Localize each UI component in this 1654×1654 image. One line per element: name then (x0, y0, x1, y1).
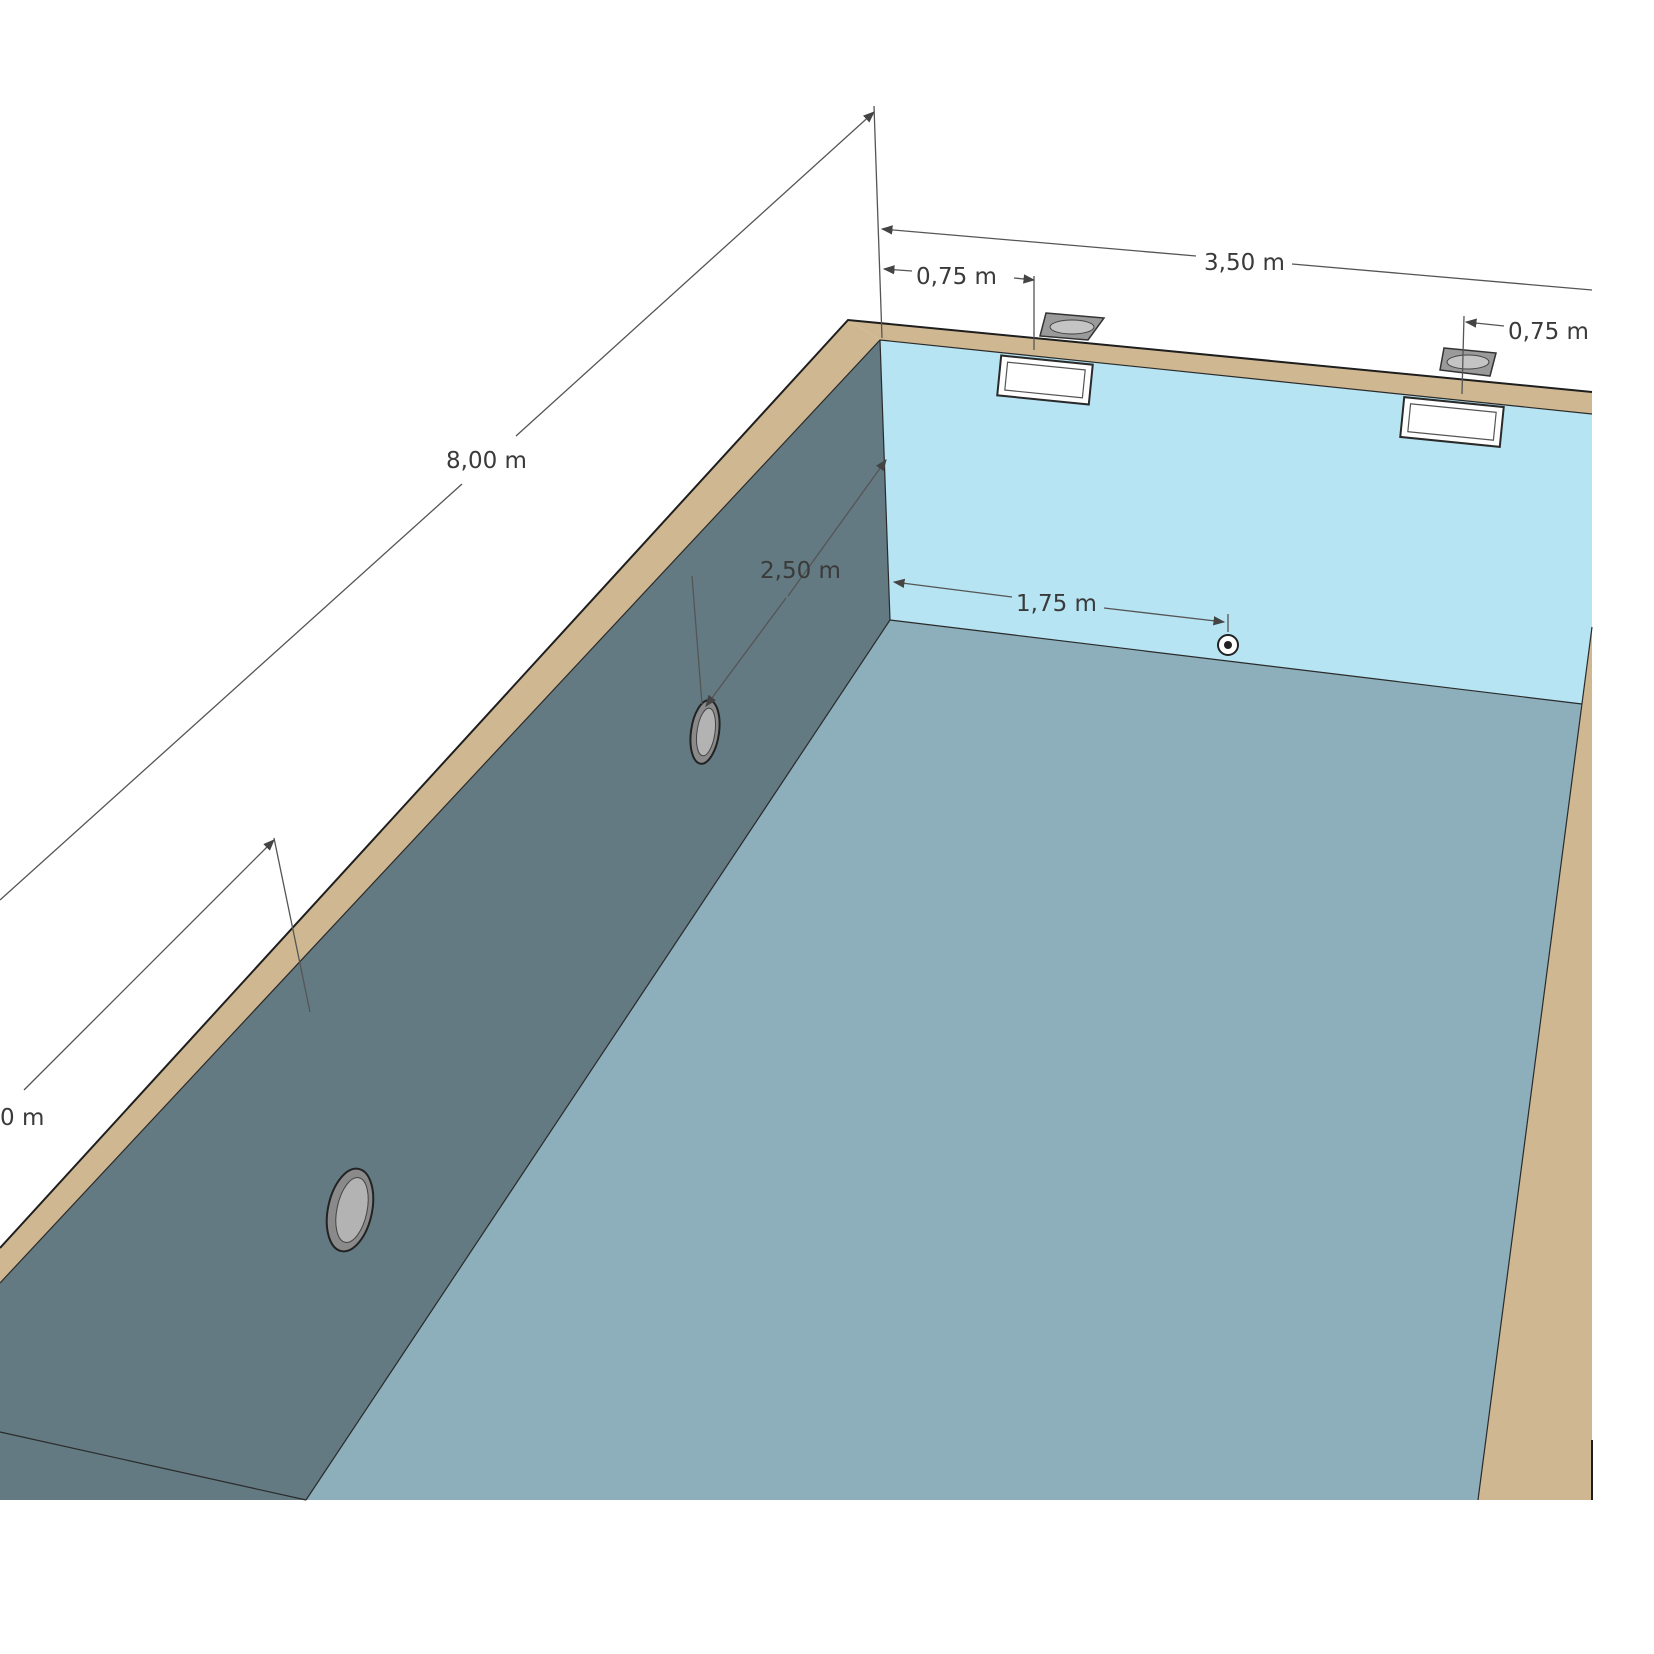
partial-dim-line (23, 839, 275, 1091)
dimension-inlet: 1,75 m (892, 578, 1229, 632)
skimmer-right-extension (1461, 315, 1465, 395)
wall-light-far (689, 699, 721, 765)
floor-right-edge (1477, 626, 1593, 1501)
wall-light-lens (335, 1177, 369, 1243)
skimmer-left-dim-arrow-start (882, 265, 913, 275)
skimmer-icon (1399, 396, 1505, 448)
back-left-corner (879, 339, 891, 621)
length-extension-line (873, 105, 883, 339)
partial-label: 0 m (0, 1105, 44, 1131)
pool-floor (306, 620, 1582, 1500)
coping-left (0, 320, 880, 1283)
pool-left-wall (0, 340, 890, 1500)
light-dim-line-lower (705, 597, 787, 707)
inlet-offset-label: 1,75 m (1016, 591, 1097, 617)
left-wall-step-edge (0, 1431, 307, 1501)
return-inlet-center (1224, 641, 1232, 649)
dimension-light-spacing: 2,50 m (691, 459, 887, 707)
skimmer-left-dim-arrow-end (1013, 274, 1036, 284)
floor-left-edge (305, 619, 891, 1501)
skimmer-lid-disc (1446, 354, 1490, 370)
dimension-length: 8,00 m (0, 105, 883, 901)
dimension-width: 3,50 m (880, 225, 1593, 291)
wall-light-lens (695, 707, 717, 757)
partial-extension-line (273, 837, 311, 1013)
skimmer-opening (1407, 403, 1497, 441)
skimmer-opening (1004, 361, 1086, 399)
skimmer-right-label: 0,75 m (1508, 319, 1589, 345)
width-label: 3,50 m (1204, 250, 1285, 276)
skimmer-left-label: 0,75 m (916, 264, 997, 290)
dimension-partial: 0 m (0, 837, 311, 1131)
skimmer-lid-disc (1049, 319, 1095, 335)
inlet-dim-line-left (892, 578, 1013, 598)
light-spacing-label: 2,50 m (760, 558, 841, 584)
inlet-dim-line-right (1103, 607, 1226, 626)
length-dim-line-upper (515, 111, 875, 437)
light-extension-line (691, 575, 703, 705)
dimension-skimmer-right: 0,75 m (1461, 315, 1589, 395)
wall-light-near (325, 1167, 375, 1253)
pool-edges (0, 318, 1593, 1501)
return-inlet (1217, 634, 1239, 656)
skimmer-right-dim-arrow (1464, 318, 1505, 328)
light-dim-line-upper (787, 459, 887, 597)
length-dim-line-lower (0, 483, 463, 901)
skimmer-right (1399, 347, 1505, 448)
outer-rim-edge (0, 318, 1593, 1249)
dimension-skimmer-left: 0,75 m (882, 264, 1036, 350)
skimmer-left (996, 312, 1106, 406)
width-dim-line-left (880, 225, 1197, 257)
width-dim-line-right (1291, 263, 1593, 291)
coping-right (1478, 414, 1592, 1500)
floor-back-edge (889, 619, 1583, 705)
length-label: 8,00 m (446, 448, 527, 474)
